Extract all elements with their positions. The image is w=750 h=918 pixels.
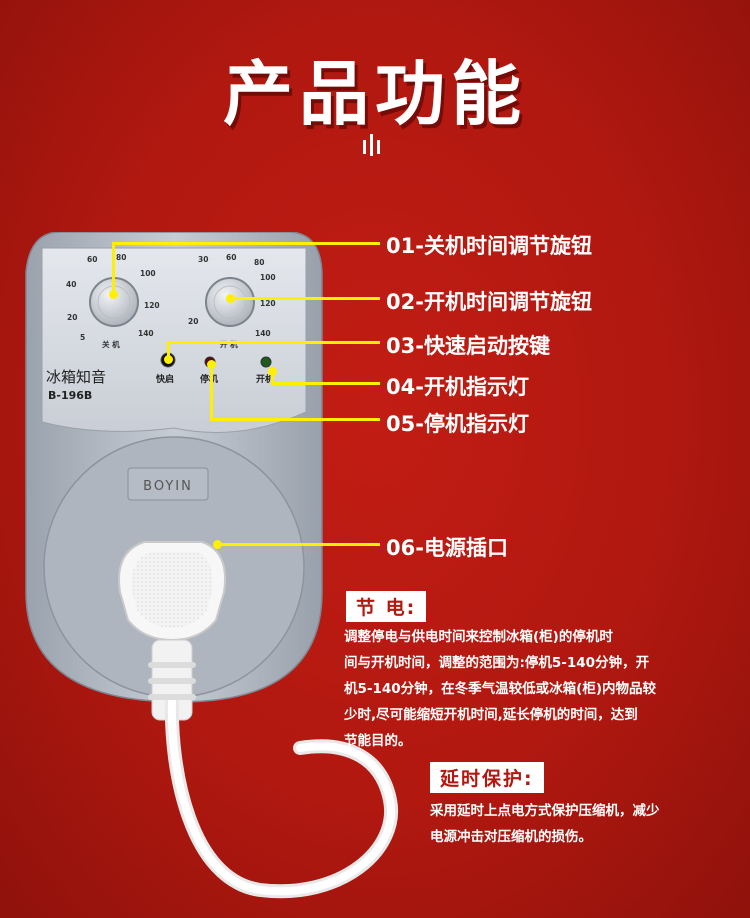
scale-label: 100 bbox=[140, 269, 156, 278]
on-label: 开机 bbox=[256, 373, 274, 385]
scale-label: 120 bbox=[144, 301, 160, 310]
scale-label: 40 bbox=[66, 280, 76, 289]
text-line: 间与开机时间，调整的范围为:停机5-140分钟，开 bbox=[344, 655, 650, 671]
text-line: 少时,尽可能缩短开机时间,延长停机的时间，达到 bbox=[344, 707, 638, 723]
callout-line bbox=[112, 242, 380, 245]
section-tag-delay: 延时保护: bbox=[430, 762, 544, 793]
callout-label: 06-电源插口 bbox=[386, 536, 508, 560]
knob-label-off: 关 机 bbox=[102, 339, 120, 349]
text-line: 调整停电与供电时间来控制冰箱(柜)的停机时 bbox=[344, 629, 613, 645]
callout-line bbox=[112, 244, 115, 294]
callout-line bbox=[167, 341, 380, 344]
callout-line bbox=[230, 297, 380, 300]
callout-line bbox=[210, 418, 380, 421]
section-text-delay: 采用延时上点电方式保护压缩机，减少 电源冲击对压缩机的损伤。 bbox=[430, 798, 740, 850]
brand-name: 冰箱知音 bbox=[46, 368, 106, 386]
callout-line bbox=[217, 543, 380, 546]
callout-line bbox=[271, 382, 380, 385]
stop-label: 停机 bbox=[200, 373, 218, 385]
brand-logo: BOYIN bbox=[143, 479, 193, 494]
scale-label: 60 bbox=[87, 255, 97, 264]
scale-label: 100 bbox=[260, 273, 276, 282]
section-text-energy: 调整停电与供电时间来控制冰箱(柜)的停机时 间与开机时间，调整的范围为:停机5-… bbox=[344, 624, 744, 754]
scale-label: 60 bbox=[226, 253, 236, 262]
divider-mark bbox=[361, 134, 383, 156]
scale-label: 140 bbox=[255, 329, 271, 338]
callout-line bbox=[271, 370, 274, 384]
model-number: B-196B bbox=[48, 389, 92, 402]
text-line: 采用延时上点电方式保护压缩机，减少 bbox=[430, 803, 660, 819]
scale-label: 80 bbox=[254, 258, 264, 267]
scale-label: 80 bbox=[116, 253, 126, 262]
callout-line bbox=[210, 364, 213, 420]
page-title: 产品功能 bbox=[223, 53, 527, 135]
power-cable bbox=[164, 700, 399, 899]
section-tag-energy: 节 电: bbox=[346, 591, 427, 622]
scale-label: 30 bbox=[198, 255, 208, 264]
callout-label: 02-开机时间调节旋钮 bbox=[386, 290, 592, 314]
callout-label: 03-快速启动按键 bbox=[386, 334, 550, 358]
scale-label: 20 bbox=[188, 317, 198, 326]
power-plug bbox=[118, 541, 226, 721]
callout-label: 05-停机指示灯 bbox=[386, 412, 529, 436]
scale-label: 20 bbox=[67, 313, 77, 322]
scale-label: 140 bbox=[138, 329, 154, 338]
callout-label: 01-关机时间调节旋钮 bbox=[386, 234, 592, 258]
on-indicator-led bbox=[260, 356, 272, 368]
quick-start-label: 快启 bbox=[156, 373, 174, 385]
knob-label-on: 开 机 bbox=[220, 339, 238, 349]
callout-line bbox=[167, 342, 170, 360]
scale-label: 5 bbox=[80, 333, 85, 342]
callout-dot bbox=[109, 290, 118, 299]
text-line: 机5-140分钟，在冬季气温较低或冰箱(柜)内物品较 bbox=[344, 681, 657, 697]
text-line: 电源冲击对压缩机的损伤。 bbox=[430, 829, 592, 845]
callout-label: 04-开机指示灯 bbox=[386, 375, 529, 399]
scale-label: 120 bbox=[260, 299, 276, 308]
controller-device: 5 20 40 60 80 100 120 140 关 机 20 30 60 8… bbox=[25, 232, 323, 721]
text-line: 节能目的。 bbox=[344, 733, 412, 749]
